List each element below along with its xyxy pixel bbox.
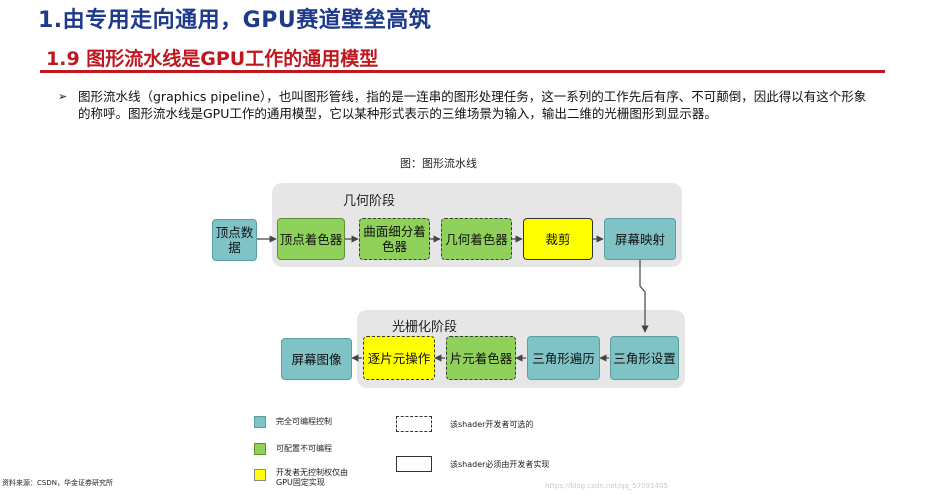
node-per-fragment-ops: 逐片元操作: [363, 336, 435, 380]
legend-dashed-box: [396, 416, 432, 432]
legend-label-required: 该shader必须由开发者实现: [450, 460, 550, 469]
raster-stage-label: 光栅化阶段: [392, 320, 458, 335]
node-clipping: 裁剪: [523, 218, 593, 260]
legend-swatch-fixed: [254, 469, 266, 481]
bullet-arrow-icon: ➢: [58, 90, 68, 103]
legend-label-fixed: 开发者无控制权仅由GPU固定实现: [276, 468, 348, 487]
legend-label-configurable: 可配置不可编程: [276, 444, 332, 453]
node-screen-image: 屏幕图像: [281, 338, 352, 380]
intro-paragraph: ➢ 图形流水线（graphics pipeline），也叫图形管线，指的是一连串…: [58, 88, 870, 122]
watermark-text: https://blog.csdn.net/qq_57091405: [545, 482, 668, 490]
geometry-stage-label: 几何阶段: [343, 194, 396, 209]
node-vertex-data: 顶点数据: [212, 219, 257, 261]
node-vertex-shader: 顶点着色器: [277, 218, 345, 260]
section-title: 1.9 图形流水线是GPU工作的通用模型: [46, 48, 379, 70]
node-fragment-shader: 片元着色器: [446, 336, 516, 380]
legend-label-optional: 该shader开发者可选的: [450, 420, 534, 429]
legend-label-programmable: 完全可编程控制: [276, 417, 332, 426]
node-screen-mapping: 屏幕映射: [604, 218, 676, 260]
arrow-screenmap-to-setup: [639, 260, 649, 333]
legend-swatch-programmable: [254, 416, 266, 428]
node-triangle-traversal: 三角形遍历: [527, 336, 600, 380]
title-divider: [40, 70, 885, 73]
node-tessellation-shader: 曲面细分着色器: [359, 218, 430, 260]
intro-text: 图形流水线（graphics pipeline），也叫图形管线，指的是一连串的图…: [78, 89, 867, 121]
node-triangle-setup: 三角形设置: [610, 336, 679, 380]
legend-swatch-configurable: [254, 443, 266, 455]
node-geometry-shader: 几何着色器: [441, 218, 512, 260]
figure-caption: 图：图形流水线: [400, 157, 477, 170]
source-note: 资料来源：CSDN，华金证券研究所: [2, 479, 113, 487]
legend-solid-box: [396, 456, 432, 472]
main-title: 1.由专用走向通用，GPU赛道壁垒高筑: [38, 8, 432, 33]
